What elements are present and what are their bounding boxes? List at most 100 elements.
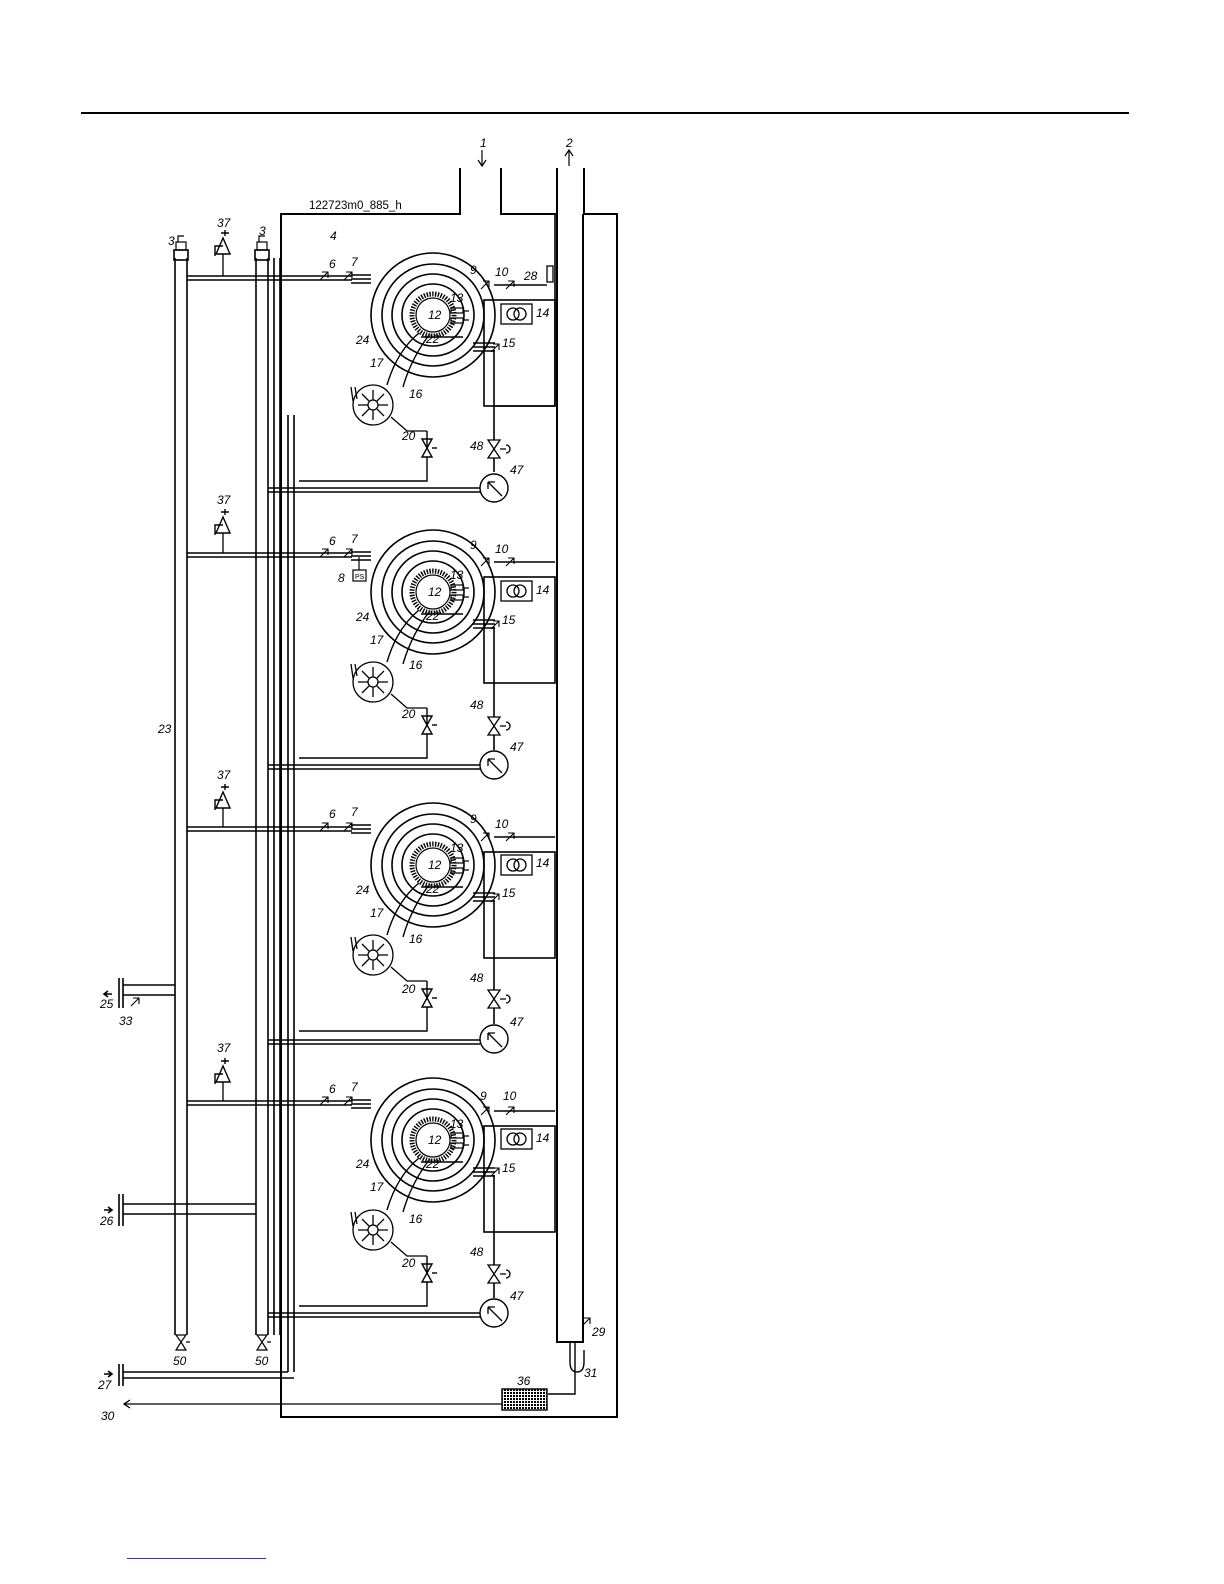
label-20-2: 20 bbox=[401, 707, 416, 721]
safety-valve-3 bbox=[215, 784, 230, 827]
ignition-transformer-2 bbox=[501, 581, 532, 601]
check-valve-2 bbox=[488, 717, 510, 735]
label-27: 27 bbox=[97, 1378, 113, 1392]
label-17-2: 17 bbox=[370, 633, 385, 647]
label-2: 2 bbox=[565, 136, 573, 150]
label-22-3: 22 bbox=[425, 882, 440, 896]
label-37-1: 37 bbox=[217, 216, 232, 230]
label-10-3: 10 bbox=[495, 817, 509, 831]
boiler-module-2 bbox=[299, 530, 495, 758]
label-7-3: 7 bbox=[351, 805, 359, 819]
pump-4 bbox=[480, 1299, 508, 1327]
label-16-4: 16 bbox=[409, 1212, 423, 1226]
label-16-2: 16 bbox=[409, 658, 423, 672]
label-48-2: 48 bbox=[470, 698, 484, 712]
label-1: 1 bbox=[480, 136, 487, 150]
label-47-4: 47 bbox=[510, 1289, 525, 1303]
label-9-3: 9 bbox=[470, 812, 477, 826]
drain-valve-left bbox=[176, 1335, 190, 1350]
label-13-1: 13 bbox=[450, 291, 464, 305]
callout-labels: 122723m0_885_h 1 2 3 3 4 28 23 37 37 37 … bbox=[97, 136, 606, 1423]
return-header bbox=[255, 250, 269, 1335]
flue-outlet-arrow bbox=[478, 150, 486, 166]
label-10-1: 10 bbox=[495, 265, 509, 279]
label-3a: 3 bbox=[168, 234, 175, 248]
return-inlet-flange bbox=[104, 1194, 256, 1226]
ignition-transformer-3 bbox=[501, 855, 532, 875]
label-24-2: 24 bbox=[355, 610, 370, 624]
label-7-2: 7 bbox=[351, 532, 359, 546]
label-10-2: 10 bbox=[495, 542, 509, 556]
gas-header bbox=[274, 258, 294, 1372]
label-28: 28 bbox=[523, 269, 538, 283]
label-4: 4 bbox=[330, 229, 337, 243]
label-48-1: 48 bbox=[470, 439, 484, 453]
label-25: 25 bbox=[99, 997, 114, 1011]
footer-link-underline bbox=[127, 1558, 266, 1559]
pressure-switch-text: PS bbox=[355, 574, 365, 581]
label-24-3: 24 bbox=[355, 883, 370, 897]
label-37-2: 37 bbox=[217, 493, 232, 507]
label-23: 23 bbox=[157, 722, 172, 736]
label-26: 26 bbox=[99, 1214, 114, 1228]
ignition-transformer-4 bbox=[501, 1129, 532, 1149]
label-14-3: 14 bbox=[536, 856, 550, 870]
condensate-line bbox=[124, 1400, 502, 1408]
label-15-3: 15 bbox=[502, 886, 516, 900]
label-20-1: 20 bbox=[401, 429, 416, 443]
boiler-module-1 bbox=[299, 253, 495, 481]
label-10-4: 10 bbox=[503, 1089, 517, 1103]
label-47-1: 47 bbox=[510, 463, 525, 477]
label-22-2: 22 bbox=[425, 609, 440, 623]
label-13-2: 13 bbox=[450, 568, 464, 582]
drawing-code: 122723m0_885_h bbox=[309, 200, 402, 212]
label-7-1: 7 bbox=[351, 255, 359, 269]
label-14-4: 14 bbox=[536, 1131, 550, 1145]
label-9-4: 9 bbox=[480, 1089, 487, 1103]
label-50-left: 50 bbox=[173, 1354, 187, 1368]
pump-2 bbox=[480, 751, 508, 779]
label-8: 8 bbox=[338, 571, 345, 585]
flue-duct bbox=[557, 214, 583, 1342]
label-47-3: 47 bbox=[510, 1015, 525, 1029]
label-16-1: 16 bbox=[409, 387, 423, 401]
label-3b: 3 bbox=[259, 224, 266, 238]
ignition-transformer-1 bbox=[501, 304, 532, 324]
label-13-3: 13 bbox=[450, 841, 464, 855]
check-valve-1 bbox=[488, 440, 510, 458]
label-6-2: 6 bbox=[329, 534, 336, 548]
label-15-1: 15 bbox=[502, 336, 516, 350]
label-20-3: 20 bbox=[401, 982, 416, 996]
label-31: 31 bbox=[584, 1366, 597, 1380]
vent-right bbox=[257, 236, 267, 250]
safety-valve-2 bbox=[215, 509, 230, 553]
limit-thermostat bbox=[547, 266, 553, 282]
pump-3 bbox=[480, 1025, 508, 1053]
label-17-4: 17 bbox=[370, 1180, 385, 1194]
label-6-3: 6 bbox=[329, 807, 336, 821]
label-22-1: 22 bbox=[425, 332, 440, 346]
siphon bbox=[548, 1342, 584, 1394]
label-9-2: 9 bbox=[470, 538, 477, 552]
label-14-2: 14 bbox=[536, 583, 550, 597]
vent-left bbox=[176, 236, 186, 250]
label-29: 29 bbox=[591, 1325, 606, 1339]
label-24-4: 24 bbox=[355, 1157, 370, 1171]
label-12-3: 12 bbox=[428, 858, 442, 872]
casing-outline bbox=[281, 168, 617, 1417]
label-9-1: 9 bbox=[470, 263, 477, 277]
label-37-3: 37 bbox=[217, 768, 232, 782]
label-12-2: 12 bbox=[428, 585, 442, 599]
label-30: 30 bbox=[101, 1409, 115, 1423]
safety-valve-4 bbox=[215, 1058, 230, 1101]
air-inlet-arrow bbox=[565, 150, 573, 166]
label-47-2: 47 bbox=[510, 740, 525, 754]
label-7-4: 7 bbox=[351, 1080, 359, 1094]
label-22-4: 22 bbox=[425, 1157, 440, 1171]
label-17-1: 17 bbox=[370, 356, 385, 370]
label-37-4: 37 bbox=[217, 1041, 232, 1055]
label-12-1: 12 bbox=[428, 308, 442, 322]
label-13-4: 13 bbox=[450, 1117, 464, 1131]
label-16-3: 16 bbox=[409, 932, 423, 946]
